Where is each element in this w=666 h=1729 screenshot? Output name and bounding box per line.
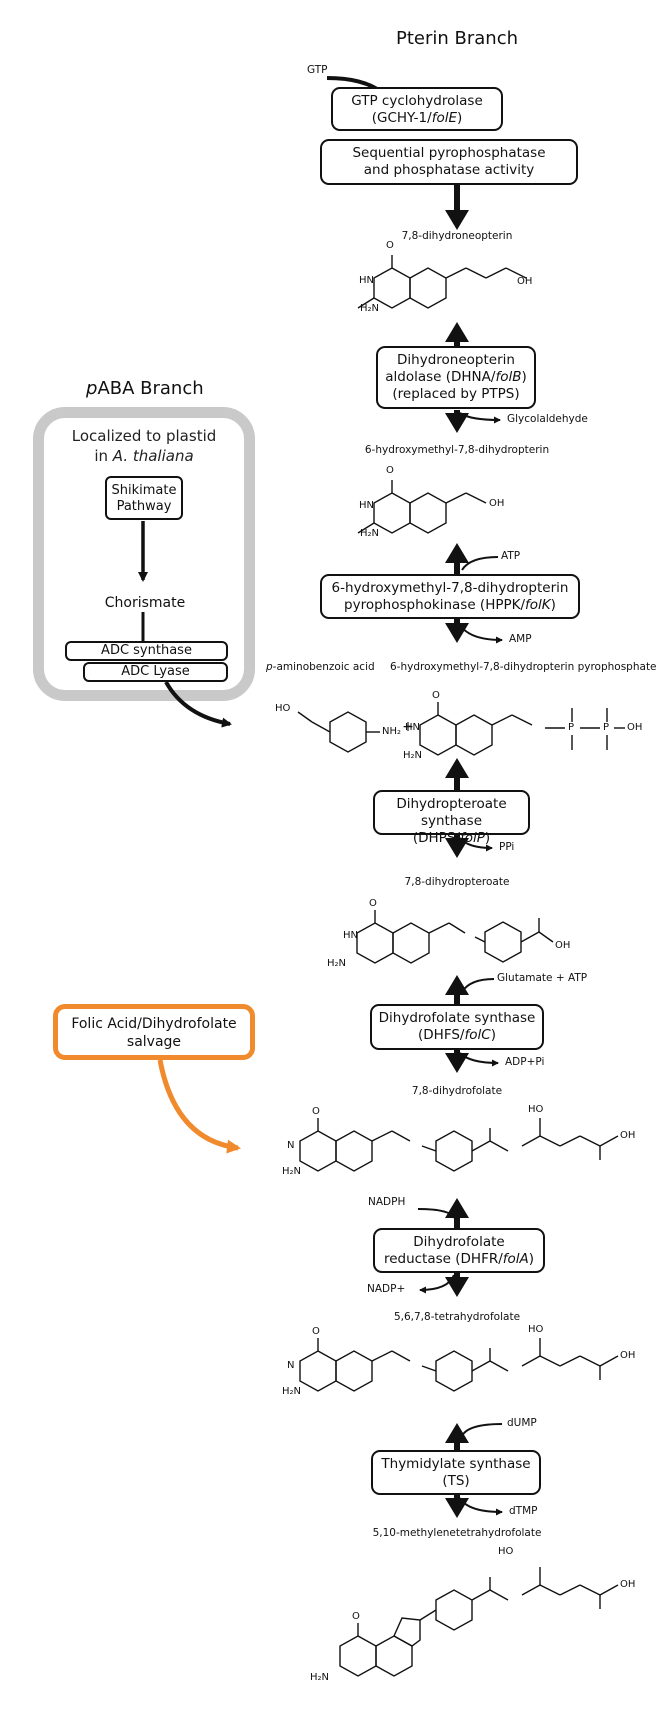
- atom-label: OH: [620, 1350, 636, 1361]
- atom-label: HO: [498, 1546, 514, 1557]
- dhna-enzyme-box: Dihydroneopterin aldolase (DHNA/folB) (r…: [376, 346, 536, 409]
- dhps-enzyme-box: Dihydropteroate synthase (DHPS/folP): [373, 790, 530, 846]
- plastid-title: Localized to plastid in A. thaliana: [71, 427, 217, 465]
- atom-label: O: [369, 898, 377, 909]
- cofactor-nadp: NADP+: [367, 1283, 406, 1295]
- cofactor-amp: AMP: [509, 633, 532, 645]
- hydroxymethyl-dihydropterin-structure: [357, 480, 487, 534]
- adc-synthase-box: ADC synthase: [65, 641, 228, 661]
- atom-label: HN: [359, 500, 374, 511]
- atom-label: O: [386, 465, 394, 476]
- dihydropteroate-structure: [356, 910, 554, 964]
- atom-label: HO: [275, 703, 291, 714]
- compound-dihydropteroate: 7,8-dihydropteroate: [404, 876, 510, 888]
- atom-label: O: [312, 1106, 320, 1117]
- plastid-container: [33, 407, 255, 701]
- atom-label: HO: [528, 1324, 544, 1335]
- compound-dihydrofolate: 7,8-dihydrofolate: [411, 1085, 503, 1097]
- atom-label: O: [386, 240, 394, 251]
- atom-label: H₂N: [360, 303, 380, 314]
- atom-label: OH: [627, 722, 643, 733]
- atom-label: P: [568, 722, 575, 733]
- dihydrofolate-structure: [299, 1118, 619, 1172]
- hm-pyrophosphate-structure: [419, 702, 625, 756]
- atom-label: O: [352, 1611, 360, 1622]
- dihydroneopterin-structure: [357, 255, 527, 309]
- atom-label: O: [432, 690, 440, 701]
- atom-label: HN: [359, 275, 374, 286]
- atom-label: HN: [405, 722, 420, 733]
- atom-label: HO: [528, 1104, 544, 1115]
- salvage-arrow: [157, 1059, 241, 1154]
- paba-branch-title: pABA Branch: [86, 378, 204, 399]
- methylene-thf-structure: [339, 1567, 619, 1677]
- atom-label: H₂N: [310, 1672, 330, 1683]
- shikimate-pathway-box: Shikimate Pathway: [105, 476, 183, 520]
- gtp-label: GTP: [307, 64, 328, 76]
- cofactor-atp: ATP: [501, 550, 521, 562]
- dhfr-enzyme-box: Dihydrofolate reductase (DHFR/folA): [373, 1228, 545, 1273]
- adc-lyase-box: ADC Lyase: [83, 662, 228, 682]
- compound-paba: p-aminobenzoic acid: [266, 661, 375, 673]
- paba-structure: [297, 711, 380, 753]
- hppk-enzyme-box: 6-hydroxymethyl-7,8-dihydropterin pyroph…: [320, 574, 580, 619]
- adc-to-paba-arrow: [164, 681, 232, 728]
- gchy-enzyme-box: GTP cyclohydrolase (GCHY-1/folE): [331, 87, 503, 131]
- cofactor-nadph: NADPH: [368, 1196, 406, 1208]
- atom-label: OH: [620, 1579, 636, 1590]
- atom-label: H₂N: [327, 958, 347, 969]
- compound-hm-pyrophosphate: 6-hydroxymethyl-7,8-dihydropterin pyroph…: [390, 661, 657, 673]
- ts-enzyme-box: Thymidylate synthase (TS): [371, 1450, 541, 1495]
- pyrophosphatase-box: Sequential pyrophosphatase and phosphata…: [320, 139, 578, 185]
- atom-label: H₂N: [282, 1166, 302, 1177]
- main-pathway-arrows: [445, 180, 469, 1518]
- atom-label: OH: [517, 276, 533, 287]
- dhfs-enzyme-box: Dihydrofolate synthase (DHFS/folC): [370, 1004, 544, 1050]
- atom-label: O: [312, 1326, 320, 1337]
- atom-label: NH₂: [382, 726, 402, 737]
- cofactor-dtmp: dTMP: [509, 1505, 538, 1517]
- compound-dihydroneopterin: 7,8-dihydroneopterin: [401, 230, 513, 242]
- tetrahydrofolate-structure: [299, 1338, 619, 1392]
- atom-label: H₂N: [403, 750, 423, 761]
- atom-label: N: [287, 1360, 295, 1371]
- atom-label: OH: [489, 498, 505, 509]
- cofactor-adp-pi: ADP+Pi: [505, 1056, 545, 1068]
- atom-label: H₂N: [360, 528, 380, 539]
- chorismate-label: Chorismate: [104, 595, 186, 611]
- plus-sign: +: [402, 719, 414, 735]
- atom-label: N: [287, 1140, 295, 1151]
- compound-methylene-thf: 5,10-methylenetetrahydrofolate: [372, 1527, 542, 1539]
- compound-hydroxymethyl-dihydropterin: 6-hydroxymethyl-7,8-dihydropterin: [364, 444, 550, 456]
- cofactor-dump: dUMP: [507, 1417, 537, 1429]
- cofactor-arrows: [417, 412, 503, 1516]
- folate-salvage-box: Folic Acid/Dihydrofolate salvage: [53, 1004, 255, 1060]
- atom-label: OH: [555, 940, 571, 951]
- cofactor-glycolaldehyde: Glycolaldehyde: [507, 413, 588, 425]
- compound-tetrahydrofolate: 5,6,7,8-tetrahydrofolate: [393, 1311, 521, 1323]
- atom-label: H₂N: [282, 1386, 302, 1397]
- atom-label: OH: [620, 1130, 636, 1141]
- atom-label: HN: [343, 930, 358, 941]
- cofactor-ppi: PPi: [499, 841, 515, 853]
- pterin-branch-title: Pterin Branch: [396, 28, 519, 49]
- cofactor-glutamate-atp: Glutamate + ATP: [497, 972, 588, 984]
- atom-label: P: [603, 722, 610, 733]
